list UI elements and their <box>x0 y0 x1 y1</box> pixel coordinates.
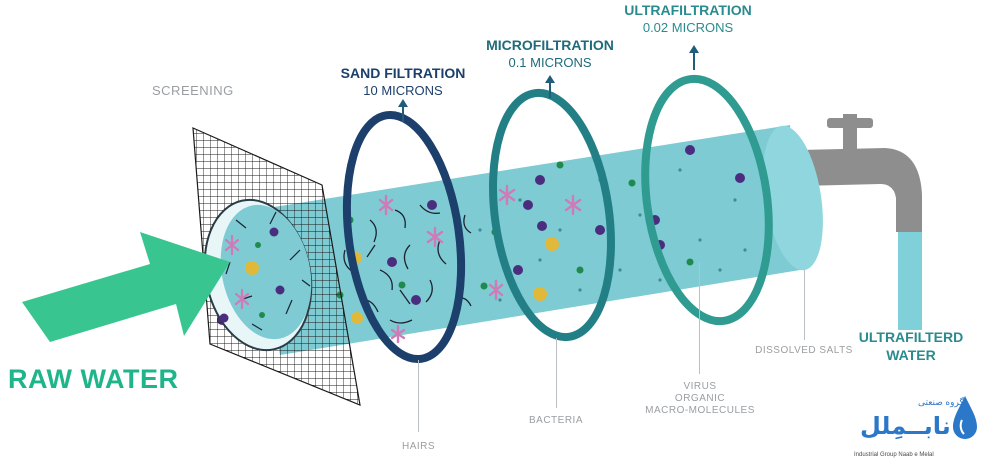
ultrafiltration-title: ULTRAFILTRATION <box>624 2 752 18</box>
dissolved-salts-label: DISSOLVED SALTS <box>755 345 853 356</box>
logo-arabic-top: گروه صنعتی <box>918 397 964 407</box>
logo-caption: Industrial Group Naab e Melal <box>854 452 934 458</box>
dissolved-salts-leader <box>804 270 805 340</box>
microfiltration-title: MICROFILTRATION <box>486 37 614 53</box>
sand-filtration-title: SAND FILTRATION <box>340 65 466 81</box>
sand-up-arrow <box>398 99 408 122</box>
virus-leader <box>699 262 700 374</box>
raw-water-label: RAW WATER <box>8 364 179 394</box>
virus-label: VIRUS <box>683 381 717 392</box>
sand-filtration-size: 10 MICRONS <box>363 83 443 98</box>
hairs-leader <box>418 360 419 432</box>
water-stream <box>898 228 922 330</box>
sand-filtration-ring <box>342 110 466 364</box>
microfiltration-size: 0.1 MICRONS <box>508 55 592 70</box>
microfiltration-ring <box>489 88 615 342</box>
output-label-line2: WATER <box>886 347 936 363</box>
screening-label: SCREENING <box>152 83 234 98</box>
macro-molecules-label: MACRO-MOLECULES <box>645 405 755 416</box>
hairs-label: HAIRS <box>402 441 436 452</box>
ultrafiltration-size: 0.02 MICRONS <box>642 20 734 35</box>
raw-water-arrow <box>22 232 230 342</box>
filter-tube <box>255 125 800 355</box>
micro-up-arrow <box>545 75 555 98</box>
faucet <box>800 114 922 232</box>
company-logo: گروه صنعتی نابــمِلل Industrial Group Na… <box>852 392 992 470</box>
bacteria-leader <box>556 338 557 408</box>
ultra-up-arrow <box>689 45 699 70</box>
output-label-line1: ULTRAFILTERD <box>858 329 964 345</box>
organic-label: ORGANIC <box>674 393 726 404</box>
tube-end-cap <box>763 125 823 271</box>
ultrafiltration-ring <box>641 74 773 326</box>
water-drop-icon <box>953 396 977 439</box>
logo-arabic-main: نابــمِلل <box>860 412 951 440</box>
bacteria-label: BACTERIA <box>528 415 584 426</box>
